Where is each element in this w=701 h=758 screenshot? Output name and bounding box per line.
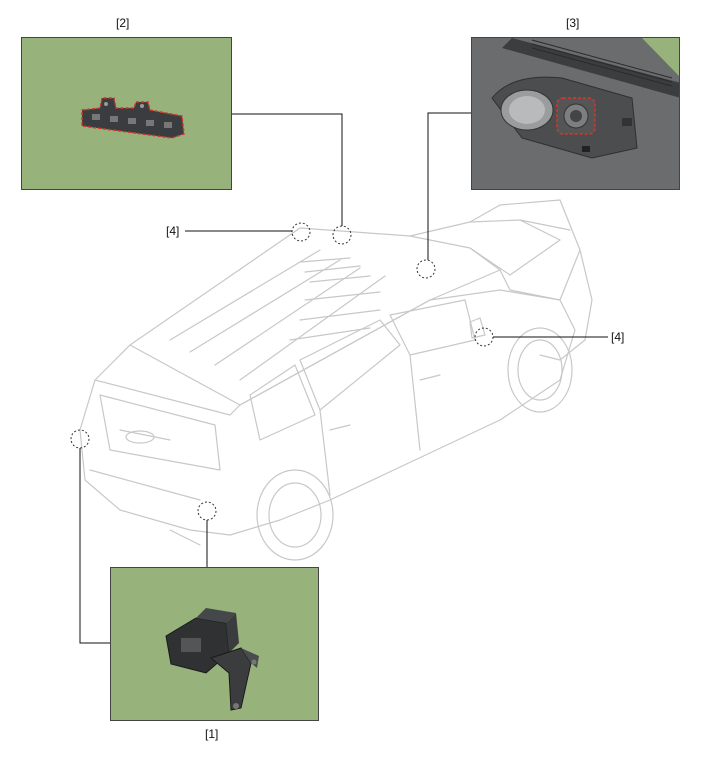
callout-part2: [2] <box>116 16 130 30</box>
marker-rear-bumper <box>197 501 217 521</box>
leader-lines <box>79 112 608 644</box>
dashboard-speaker-icon <box>472 38 679 189</box>
panel-part2 <box>21 37 232 190</box>
callout-part4-right: [4] <box>611 330 625 344</box>
leader-part3 <box>427 112 472 260</box>
leader-part1-rear <box>79 448 110 644</box>
location-markers <box>70 222 494 521</box>
marker-dashboard <box>416 259 436 279</box>
leader-part2 <box>231 113 343 226</box>
marker-rear-left <box>70 429 90 449</box>
callout-part1: [1] <box>205 727 219 741</box>
switch-panel-icon <box>81 97 185 139</box>
bracket-module-icon <box>165 608 259 711</box>
callout-part4-left: [4] <box>166 224 180 238</box>
marker-roof-front-left <box>291 222 311 242</box>
car-outline <box>79 199 593 561</box>
panel-part3 <box>471 37 680 190</box>
callout-part3: [3] <box>566 16 580 30</box>
marker-roof-front-right <box>332 225 352 245</box>
panel-part1 <box>110 567 319 721</box>
